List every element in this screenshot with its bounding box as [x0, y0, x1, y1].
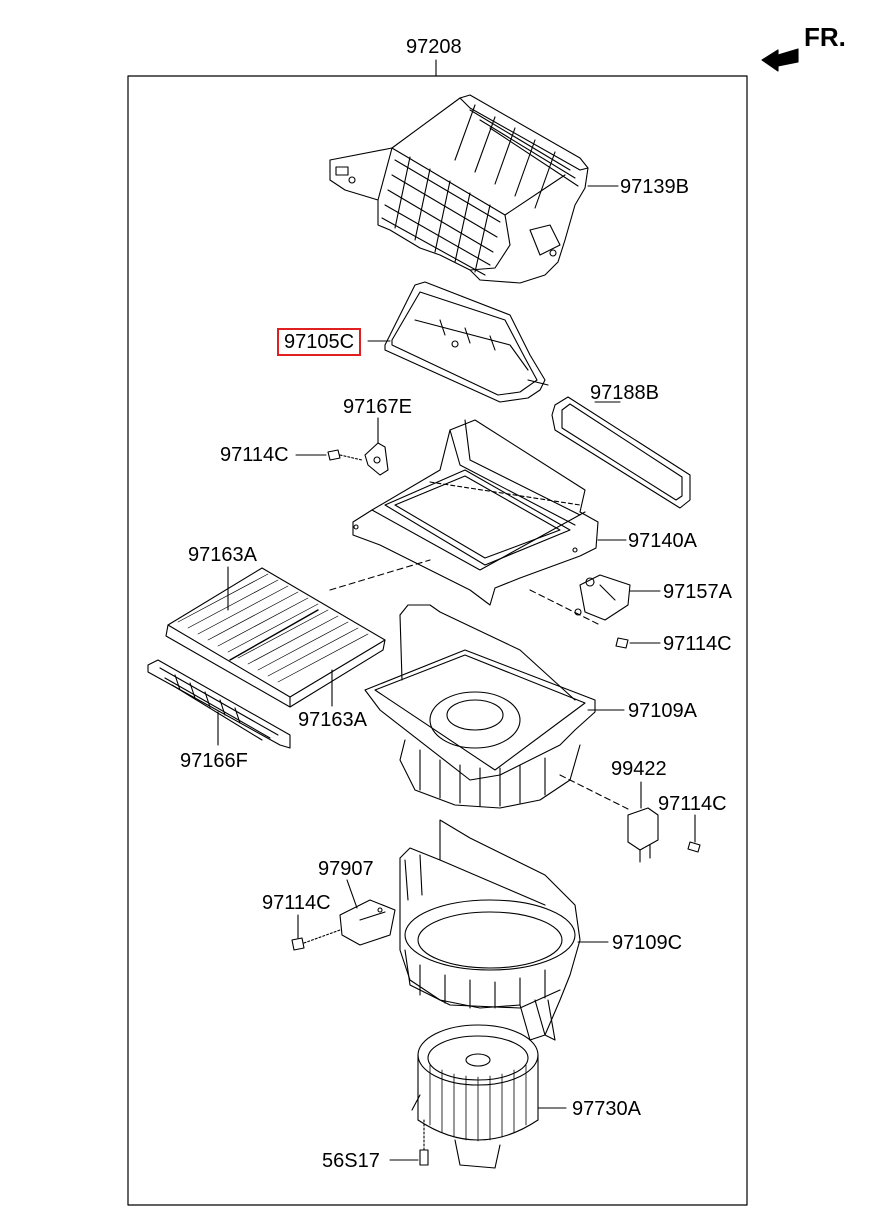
- label-97114C-b[interactable]: 97114C: [663, 633, 732, 655]
- label-97109C[interactable]: 97109C: [612, 932, 683, 954]
- relay-99422[interactable]: [627, 807, 659, 863]
- door-97105C[interactable]: [384, 281, 549, 403]
- label-97163A-top[interactable]: 97163A: [188, 544, 257, 566]
- assembly-dash-3: [559, 774, 631, 811]
- label-97140A[interactable]: 97140A: [628, 530, 697, 552]
- assembly-dash-2: [529, 589, 601, 626]
- leader-97907: [346, 879, 358, 909]
- actuator-97157A[interactable]: [574, 574, 631, 621]
- label-97114C-d[interactable]: 97114C: [262, 892, 331, 914]
- label-97139B[interactable]: 97139B: [620, 176, 689, 198]
- filter-97163A[interactable]: [165, 567, 386, 708]
- label-97114C-c[interactable]: 97114C: [658, 793, 727, 815]
- label-97166F[interactable]: 97166F: [180, 750, 248, 772]
- front-arrow-icon: [761, 48, 799, 72]
- scroll-housing-97109C[interactable]: [399, 819, 581, 1041]
- label-97157A[interactable]: 97157A: [663, 581, 732, 603]
- screw-97114C-d[interactable]: [291, 929, 341, 951]
- resistor-97907[interactable]: [339, 899, 396, 946]
- orientation-label: FR.: [804, 22, 846, 52]
- blower-motor-97730A[interactable]: [411, 1024, 539, 1169]
- lower-case-97109A[interactable]: [364, 604, 596, 809]
- intake-housing-97140A[interactable]: [352, 419, 599, 606]
- label-97109A[interactable]: 97109A: [628, 700, 697, 722]
- screw-56S17[interactable]: [419, 1119, 429, 1166]
- screw-97114C-c[interactable]: [687, 841, 701, 853]
- label-97730A[interactable]: 97730A: [572, 1098, 641, 1120]
- seal-97188B[interactable]: [551, 396, 691, 509]
- label-97105C[interactable]: 97105C: [277, 328, 362, 356]
- assembly-dash-1: [329, 559, 431, 591]
- label-97163A-bot[interactable]: 97163A: [298, 709, 367, 731]
- screw-97114C-b[interactable]: [615, 637, 629, 649]
- guide-97166F[interactable]: [147, 659, 291, 749]
- label-97907[interactable]: 97907: [318, 858, 374, 880]
- label-56S17[interactable]: 56S17: [322, 1150, 380, 1172]
- label-97188B[interactable]: 97188B: [590, 382, 659, 404]
- label-97114C-a[interactable]: 97114C: [220, 444, 289, 466]
- assembly-frame: [127, 75, 748, 1206]
- upper-case-97139B[interactable]: [329, 94, 589, 284]
- label-97167E[interactable]: 97167E: [343, 396, 412, 418]
- screw-97114C-a[interactable]: [327, 449, 363, 461]
- label-99422[interactable]: 99422: [611, 758, 667, 780]
- bracket-97167E[interactable]: [364, 442, 389, 476]
- label-assembly: 97208: [406, 36, 462, 58]
